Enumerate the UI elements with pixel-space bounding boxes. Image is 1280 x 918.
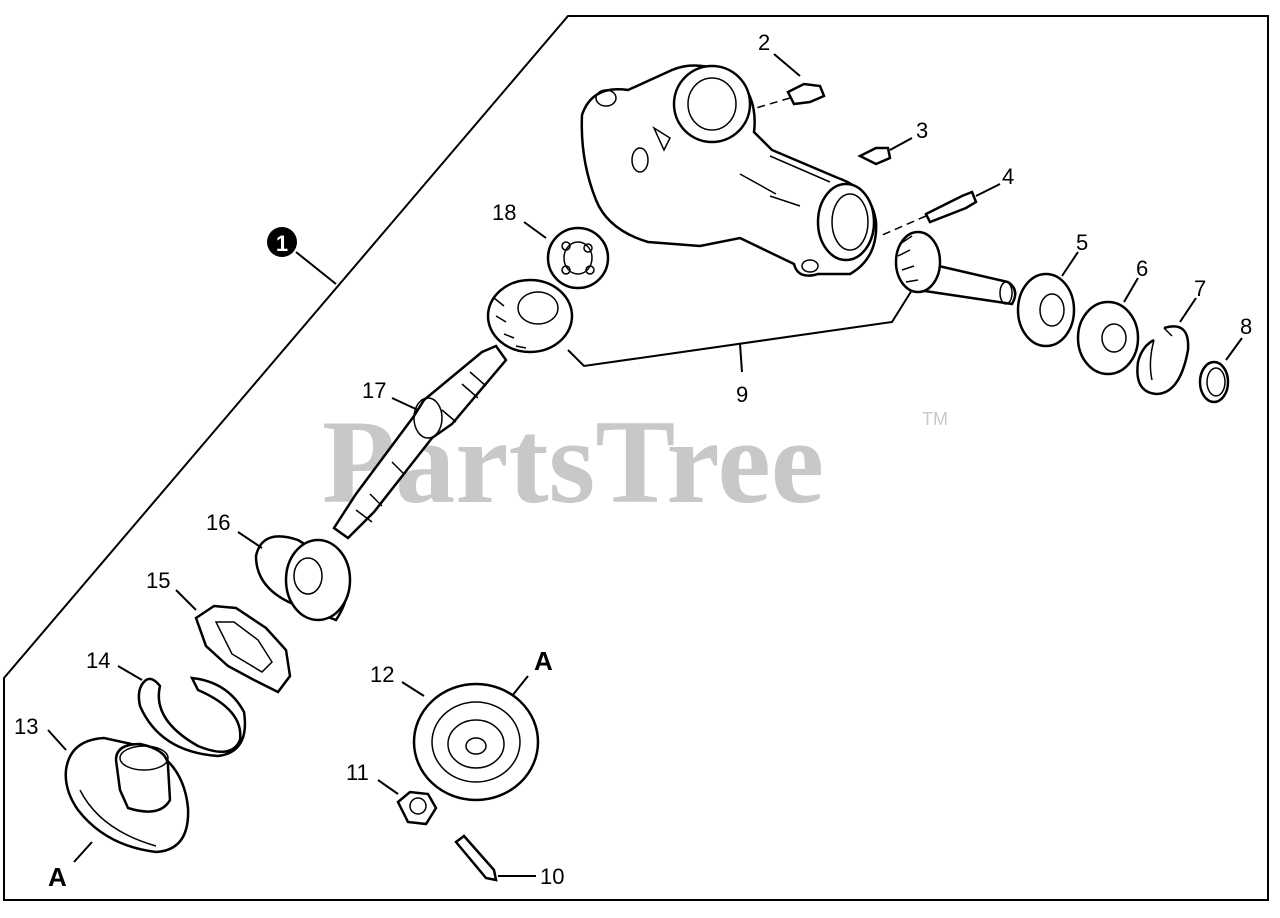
cover-disc-part-12[interactable] — [412, 682, 540, 802]
callout-7: 7 — [1194, 276, 1206, 301]
bearing-part-6[interactable] — [1076, 300, 1140, 376]
callout-18: 18 — [492, 200, 516, 225]
leader-15 — [175, 589, 197, 611]
leader-13 — [47, 729, 67, 751]
screw-part-3[interactable] — [857, 146, 892, 166]
bevel-gear-part[interactable] — [486, 278, 574, 354]
leader-11 — [377, 779, 399, 795]
callout-15: 15 — [146, 568, 170, 593]
callout-8: 8 — [1240, 314, 1252, 339]
callout-13: 13 — [14, 714, 38, 739]
snap-ring-part-7[interactable] — [1136, 325, 1190, 396]
leader-9 — [567, 289, 913, 368]
reference-a-bottom: A — [48, 862, 67, 892]
leader-1 — [295, 251, 337, 285]
callout-11: 11 — [346, 760, 369, 785]
leader-5 — [1061, 251, 1079, 277]
screw-part-4[interactable] — [924, 190, 978, 224]
callout-4: 4 — [1002, 164, 1014, 189]
leader-2 — [773, 53, 801, 77]
screw-part-2[interactable] — [786, 82, 826, 106]
leader-12 — [401, 681, 425, 697]
pinion-gear-part[interactable] — [894, 230, 1017, 306]
callout-9: 9 — [736, 382, 748, 407]
nut-part-11[interactable] — [396, 790, 438, 826]
leader-8 — [1225, 337, 1243, 361]
watermark-trademark: TM — [922, 409, 948, 429]
ring-part-8[interactable] — [1198, 360, 1230, 404]
callout-10: 10 — [540, 864, 564, 889]
snap-ring-part-14[interactable] — [137, 676, 247, 758]
leader-3 — [889, 137, 913, 151]
plate-part-15[interactable] — [194, 604, 292, 694]
shaft-part-17[interactable] — [332, 344, 508, 540]
leader-7 — [1179, 297, 1197, 323]
svg-text:1: 1 — [276, 231, 288, 256]
adapter-part-13[interactable] — [64, 736, 190, 854]
callout-6: 6 — [1136, 256, 1148, 281]
callout-2: 2 — [758, 30, 770, 55]
callout-14: 14 — [86, 648, 110, 673]
cotter-pin-part-10[interactable] — [454, 834, 498, 882]
leader-18 — [523, 221, 547, 239]
leader-14 — [117, 665, 143, 681]
assembly-marker[interactable]: 1 — [267, 227, 297, 257]
assembly-boundary — [3, 15, 1269, 901]
leader-4 — [975, 183, 1001, 197]
bearing-part-18[interactable] — [546, 226, 610, 290]
callout-16: 16 — [206, 510, 230, 535]
bearing-part-16[interactable] — [254, 535, 352, 622]
gear-housing-part[interactable] — [580, 64, 878, 277]
callout-3: 3 — [916, 118, 928, 143]
leader-a-bottom — [73, 841, 93, 863]
reference-a-top: A — [534, 646, 553, 676]
callout-5: 5 — [1076, 230, 1088, 255]
leader-6 — [1123, 277, 1139, 303]
leader-a-top — [511, 675, 529, 697]
callout-17: 17 — [362, 378, 386, 403]
bearing-part-5[interactable] — [1016, 272, 1076, 348]
leader-17 — [391, 397, 419, 411]
callout-12: 12 — [370, 662, 394, 687]
leader-16 — [237, 531, 263, 549]
